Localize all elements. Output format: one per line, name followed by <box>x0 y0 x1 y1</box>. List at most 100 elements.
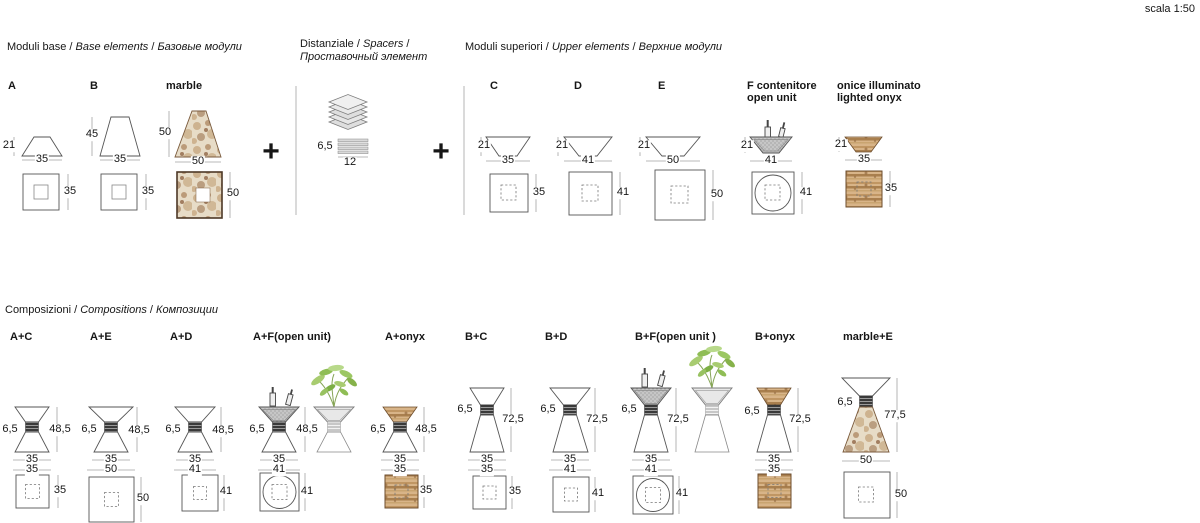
comp-ad-height-dim: 48,5 <box>211 424 235 437</box>
comp-marblee-spacer-dim: 6,5 <box>836 396 854 409</box>
separator: / <box>148 41 158 53</box>
comp-ac-width1-dim: 35 <box>24 453 40 466</box>
comp-af-plant-drawing <box>311 364 357 453</box>
separator: / <box>146 304 157 316</box>
dim-d-plan: 41 <box>615 186 631 199</box>
comp-af-plan-dim: 41 <box>299 485 315 498</box>
dim-e-height: 21 <box>636 139 652 152</box>
comp-bd-width1-dim: 35 <box>562 453 578 466</box>
module-b-label: B <box>90 80 98 92</box>
comp-bd-spacer-dim: 6,5 <box>539 403 557 416</box>
dim-a-height: 21 <box>1 139 17 152</box>
comp-bf-height-dim: 72,5 <box>666 413 690 426</box>
dim-b-height: 45 <box>84 128 100 141</box>
comp-ad-label: A+D <box>170 331 193 343</box>
module-onyx-label-line2: lighted onyx <box>837 92 902 104</box>
section-title-upper: Moduli superiori / Upper elements / Верх… <box>465 41 722 54</box>
dim-a-plan: 35 <box>62 185 78 198</box>
dim-marble-width: 50 <box>190 155 206 168</box>
scale-note: scala 1:50 <box>1143 3 1196 16</box>
comp-bc-label: B+C <box>465 331 488 343</box>
bottles-icon <box>269 387 294 407</box>
dim-marble-height: 50 <box>157 126 173 139</box>
module-marble-label: marble <box>166 80 203 92</box>
comp-bc-height-dim: 72,5 <box>501 413 525 426</box>
section-title-base: Moduli base / Base elements / Базовые мо… <box>7 41 242 54</box>
plus-operator: + <box>432 135 450 168</box>
module-marble-drawing <box>168 110 231 219</box>
dim-a-width: 35 <box>34 153 50 166</box>
module-c-drawing <box>480 136 537 213</box>
comp-bc-width2-dim: 35 <box>479 463 495 476</box>
section-spacers-en: Spacers <box>362 38 404 50</box>
dim-f-plan: 41 <box>798 186 814 199</box>
comp-af-label: A+F(open unit) <box>253 331 331 343</box>
dim-e-width: 50 <box>665 154 681 167</box>
module-d-label: D <box>574 80 582 92</box>
comp-aonyx-plan-dim: 35 <box>418 484 434 497</box>
comp-bf-spacer-dim: 6,5 <box>620 403 638 416</box>
comp-ae-width2-dim: 50 <box>103 463 119 476</box>
comp-marblee-height-dim: 77,5 <box>883 409 907 422</box>
separator: / <box>353 38 363 50</box>
separator: / <box>542 41 552 53</box>
dim-b-width: 35 <box>112 153 128 166</box>
comp-ac-width2-dim: 35 <box>24 463 40 476</box>
dim-onyx-height: 21 <box>833 138 849 151</box>
dim-onyx-plan: 35 <box>883 182 899 195</box>
comp-ae-label: A+E <box>90 331 112 343</box>
dim-e-plan: 50 <box>709 188 725 201</box>
comp-aonyx-width1-dim: 35 <box>392 453 408 466</box>
dim-onyx-width: 35 <box>856 153 872 166</box>
comp-bc-spacer-dim: 6,5 <box>456 403 474 416</box>
comp-aonyx-label: A+onyx <box>385 331 426 343</box>
module-f-label-line2: open unit <box>747 92 797 104</box>
comp-ad-spacer-dim: 6,5 <box>164 423 182 436</box>
module-onyx-label-line1: onice illuminato <box>837 80 921 92</box>
comp-bonyx-width1-dim: 35 <box>766 453 782 466</box>
separator: / <box>629 41 639 53</box>
comp-af-width2-dim: 41 <box>271 463 287 476</box>
bottles-icon <box>764 120 786 139</box>
separator: / <box>66 41 76 53</box>
comp-bonyx-label: B+onyx <box>755 331 796 343</box>
section-upper-ru: Верхние модули <box>638 41 723 53</box>
section-base-en: Base elements <box>75 41 149 53</box>
section-spacers-it: Distanziale <box>300 38 354 50</box>
bottles-icon <box>641 368 666 388</box>
comp-bc-plan-dim: 35 <box>507 485 523 498</box>
comp-bc-drawing <box>468 387 513 510</box>
comp-ae-width1-dim: 35 <box>103 453 119 466</box>
comp-af-height-dim: 48,5 <box>295 423 319 436</box>
comp-bc-width1-dim: 35 <box>479 453 495 466</box>
comp-ad-plan-dim: 41 <box>218 485 234 498</box>
comp-af-drawing <box>257 387 306 512</box>
separator: / <box>71 304 81 316</box>
comp-aonyx-drawing <box>381 406 425 509</box>
dim-spacer-thickness: 6,5 <box>316 140 334 153</box>
dim-f-width: 41 <box>763 154 779 167</box>
comp-bd-width2-dim: 41 <box>562 463 578 476</box>
comp-bf-label: B+F(open unit ) <box>635 331 716 343</box>
comp-ad-width2-dim: 41 <box>187 463 203 476</box>
section-base-ru: Базовые модули <box>157 41 242 53</box>
dim-d-height: 21 <box>554 139 570 152</box>
comp-bd-plan-dim: 41 <box>590 487 606 500</box>
comp-aonyx-spacer-dim: 6,5 <box>369 423 387 436</box>
comp-ae-plan-dim: 50 <box>135 492 151 505</box>
comp-ae-spacer-dim: 6,5 <box>80 423 98 436</box>
plant-icon <box>689 345 735 389</box>
section-upper-it: Moduli superiori <box>465 41 543 53</box>
comp-marblee-plan-dim: 50 <box>893 488 909 501</box>
comp-bd-label: B+D <box>545 331 568 343</box>
module-e-label: E <box>658 80 666 92</box>
comp-aonyx-width2-dim: 35 <box>392 463 408 476</box>
dim-c-width: 35 <box>500 154 516 167</box>
comp-bf-plant-drawing <box>689 345 735 453</box>
module-a-drawing <box>13 136 69 211</box>
dim-marble-plan: 50 <box>225 187 241 200</box>
section-comp-it: Composizioni <box>5 304 72 316</box>
comp-bf-width2-dim: 41 <box>643 463 659 476</box>
dim-d-width: 41 <box>580 154 596 167</box>
